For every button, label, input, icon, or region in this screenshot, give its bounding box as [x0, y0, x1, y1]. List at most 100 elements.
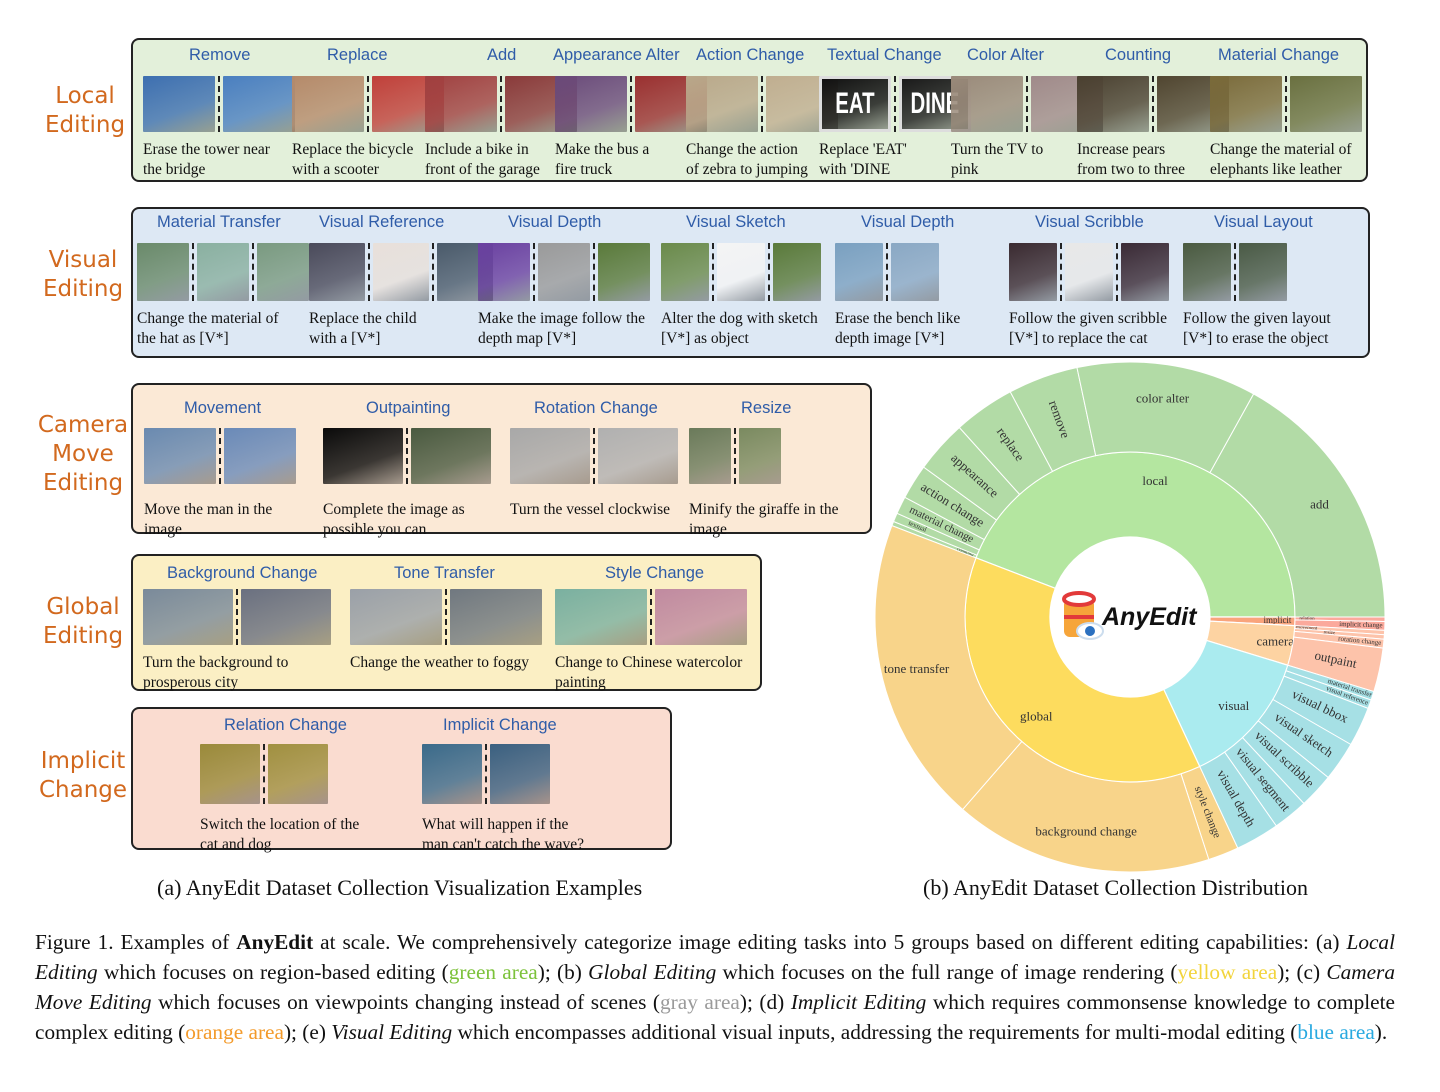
example-images — [143, 589, 331, 645]
caption-line: Change the weather to foggy — [350, 654, 530, 671]
example-thumbnail — [1239, 243, 1287, 301]
example-thumbnail — [422, 744, 482, 804]
caption-text: ). — [1374, 1020, 1388, 1044]
caption-text: which focuses on the full range of image… — [716, 960, 1178, 984]
example-title: Material Change — [1218, 46, 1340, 64]
caption-line: with a scooter — [292, 161, 379, 178]
example-images — [510, 428, 678, 484]
example-thumbnail — [538, 243, 590, 301]
caption-line: Erase the bench like — [835, 310, 961, 327]
caption-line: fire truck — [555, 161, 613, 178]
example-title: Visual Depth — [508, 213, 602, 231]
caption-line: Move the man in the — [144, 501, 273, 518]
dashed-separator — [1231, 243, 1239, 301]
dashed-separator — [1023, 76, 1031, 132]
example-title: Appearance Alter — [553, 46, 680, 64]
example-title: Rotation Change — [534, 399, 658, 417]
example-title: Add — [487, 46, 517, 64]
caption-line: depth image [V*] — [835, 330, 945, 347]
example-images — [143, 76, 295, 132]
example-images — [292, 76, 444, 132]
dashed-separator — [1113, 243, 1121, 301]
example-title: Visual Reference — [319, 213, 445, 231]
example-thumbnail — [200, 744, 260, 804]
example-thumbnail — [268, 744, 328, 804]
sunburst-label: visual — [1218, 698, 1249, 713]
caption-line: Follow the given layout — [1183, 310, 1331, 327]
example-images — [422, 744, 550, 804]
group-label: Camera Move Editing — [37, 412, 129, 496]
caption-text: ); (e) — [283, 1020, 332, 1044]
example-images — [137, 243, 309, 301]
caption-line: Minify the giraffe in the — [689, 501, 839, 518]
caption-blue: blue area — [1297, 1020, 1375, 1044]
example-thumbnail — [598, 243, 650, 301]
caption-line: Change the material of — [1210, 141, 1352, 158]
caption-line: prosperous city — [143, 674, 239, 691]
dashed-separator — [189, 243, 197, 301]
example-images — [323, 428, 491, 484]
group-label: Visual Editing — [42, 247, 124, 302]
dashed-separator — [365, 243, 373, 301]
caption-orange: orange area — [185, 1020, 284, 1044]
example-thumbnail: EAT — [819, 76, 891, 132]
dashed-separator — [482, 744, 490, 804]
example-title: Tone Transfer — [394, 564, 495, 582]
example-images — [555, 589, 747, 645]
example-title: Textual Change — [827, 46, 942, 64]
example-thumbnail — [689, 428, 731, 484]
example-thumbnail — [555, 76, 627, 132]
dashed-separator — [364, 76, 372, 132]
example-thumbnail — [309, 243, 365, 301]
caption-italic: Camera Move Editing — [35, 960, 1395, 1014]
group-label: Local Editing — [44, 83, 126, 138]
example-title: Remove — [189, 46, 251, 64]
dashed-separator — [260, 744, 268, 804]
dashed-separator — [215, 76, 223, 132]
caption-line: with 'DINE — [819, 161, 891, 178]
caption-gray: gray area — [660, 990, 740, 1014]
caption-line: man can't catch the wave? — [422, 836, 585, 853]
sunburst-label: resize — [1323, 630, 1336, 636]
caption-text: which focuses on viewpoints changing ins… — [151, 990, 661, 1014]
example-images — [200, 744, 328, 804]
caption-line: Switch the location of the — [200, 816, 360, 833]
group-label: Global Editing — [42, 594, 124, 649]
example-images — [835, 243, 939, 301]
caption-line: Include a bike in — [425, 141, 529, 158]
example-thumbnail — [655, 589, 747, 645]
dashed-separator — [233, 589, 241, 645]
caption-text: which encompasses additional visual inpu… — [452, 1020, 1298, 1044]
sunburst-label: background change — [1035, 824, 1137, 839]
caption-line: Replace the child — [309, 310, 417, 327]
example-images — [689, 428, 781, 484]
example-thumbnail — [143, 589, 233, 645]
example-title: Material Transfer — [157, 213, 281, 231]
caption-line: Alter the dog with sketch — [661, 310, 818, 327]
example-thumbnail — [835, 243, 883, 301]
example-thumbnail — [555, 589, 647, 645]
example-images — [1009, 243, 1169, 301]
group-panel-4 — [131, 707, 672, 850]
example-thumbnail — [1065, 243, 1113, 301]
dashed-separator — [590, 243, 598, 301]
caption-text: ); (d) — [739, 990, 791, 1014]
caption-line: front of the garage — [425, 161, 540, 178]
dashed-separator — [429, 243, 437, 301]
example-caption: Follow the given layout[V*] to erase the… — [1183, 309, 1331, 349]
example-title: Movement — [184, 399, 262, 417]
example-thumbnail — [1077, 76, 1149, 132]
dashed-separator — [1149, 76, 1157, 132]
example-thumbnail — [241, 589, 331, 645]
database-eye-icon — [1062, 591, 1104, 640]
